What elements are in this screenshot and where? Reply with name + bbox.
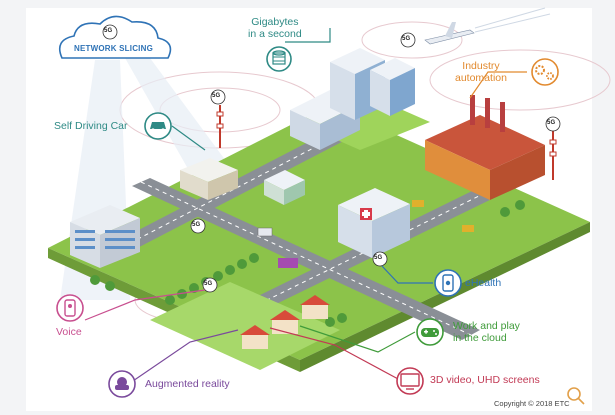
gigabytes-icon <box>266 46 292 72</box>
magnifier-icon <box>567 387 585 405</box>
5g-badge-2: 5G <box>402 36 411 42</box>
office-towers <box>290 48 415 150</box>
5g-badges <box>102 24 561 293</box>
hospital <box>338 188 410 258</box>
small-buildings <box>180 158 305 205</box>
5g-badge-7: 5G <box>204 281 213 287</box>
work-play-label: Work and play in the cloud <box>453 320 520 344</box>
copyright: Copyright © 2018 ETC <box>494 399 570 408</box>
ehealth-label: eHealth <box>465 277 502 289</box>
5g-badge-4: 5G <box>547 120 556 126</box>
car-icon <box>144 112 172 140</box>
ar-headset-icon <box>108 370 136 398</box>
phone-heart-icon <box>434 269 462 297</box>
industry-label: Industry automation <box>455 60 507 84</box>
factory <box>425 95 545 200</box>
self-driving-label: Self Driving Car <box>54 120 128 132</box>
5g-badge-1: 5G <box>104 28 113 34</box>
ar-label: Augmented reality <box>145 378 230 390</box>
houses <box>240 295 330 349</box>
5g-badge-5: 5G <box>192 222 201 228</box>
5g-badge-6: 5G <box>374 255 383 261</box>
airplane-icon <box>424 7 551 45</box>
hotel-building <box>70 205 140 268</box>
gamepad-icon <box>416 318 444 346</box>
3d-screen-icon <box>396 367 424 395</box>
gigabytes-label: Gigabytes in a second <box>248 16 302 40</box>
5g-badge-3: 5G <box>212 93 221 99</box>
phone-icon <box>56 294 84 322</box>
network-slicing-label: NETWORK SLICING <box>74 44 153 53</box>
gear-icon <box>531 58 559 86</box>
voice-label: Voice <box>56 326 82 338</box>
connector-lines <box>84 28 527 384</box>
vehicles <box>257 200 474 268</box>
video-label: 3D video, UHD screens <box>430 374 540 386</box>
